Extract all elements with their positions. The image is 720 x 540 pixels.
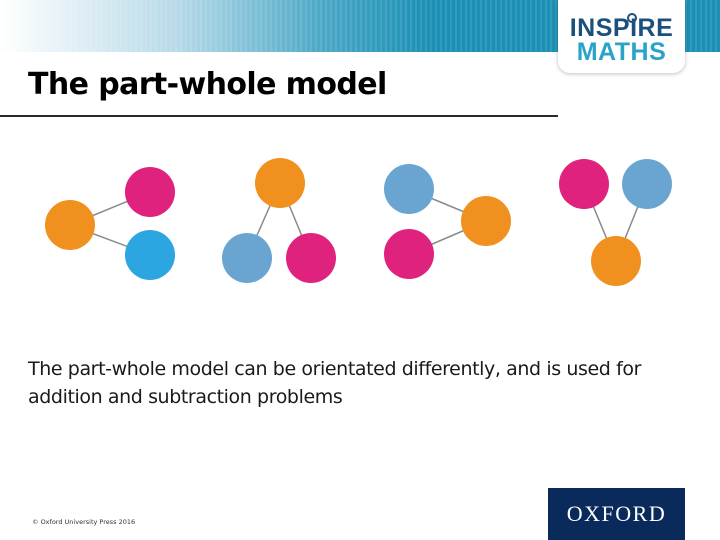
diagram-whole-bottom	[559, 159, 672, 286]
whole-circle	[255, 158, 305, 208]
logo-maths-text: MATHS	[576, 38, 667, 66]
diagram-whole-top	[222, 158, 336, 283]
copyright-notice: © Oxford University Press 2016	[32, 518, 136, 526]
part-circle	[384, 164, 434, 214]
oxford-logo: OXFORD	[548, 488, 685, 540]
slide-title: The part-whole model	[28, 67, 387, 102]
slide-caption: The part-whole model can be orientated d…	[28, 358, 641, 408]
inspire-maths-logo: INSPIRE MATHS	[558, 0, 685, 73]
diagram-whole-right	[384, 164, 511, 279]
diagram-whole-left	[45, 167, 175, 280]
registered-mark-icon	[627, 13, 637, 23]
whole-circle	[461, 196, 511, 246]
whole-circle	[591, 236, 641, 286]
part-circle	[559, 159, 609, 209]
title-divider	[0, 115, 558, 117]
part-circle	[125, 167, 175, 217]
logo-inspire-text: INSPIRE	[569, 14, 674, 42]
part-circle	[384, 229, 434, 279]
part-circle	[222, 233, 272, 283]
part-circle	[286, 233, 336, 283]
part-circle	[125, 230, 175, 280]
whole-circle	[45, 200, 95, 250]
part-circle	[622, 159, 672, 209]
oxford-logo-text: OXFORD	[566, 501, 667, 526]
